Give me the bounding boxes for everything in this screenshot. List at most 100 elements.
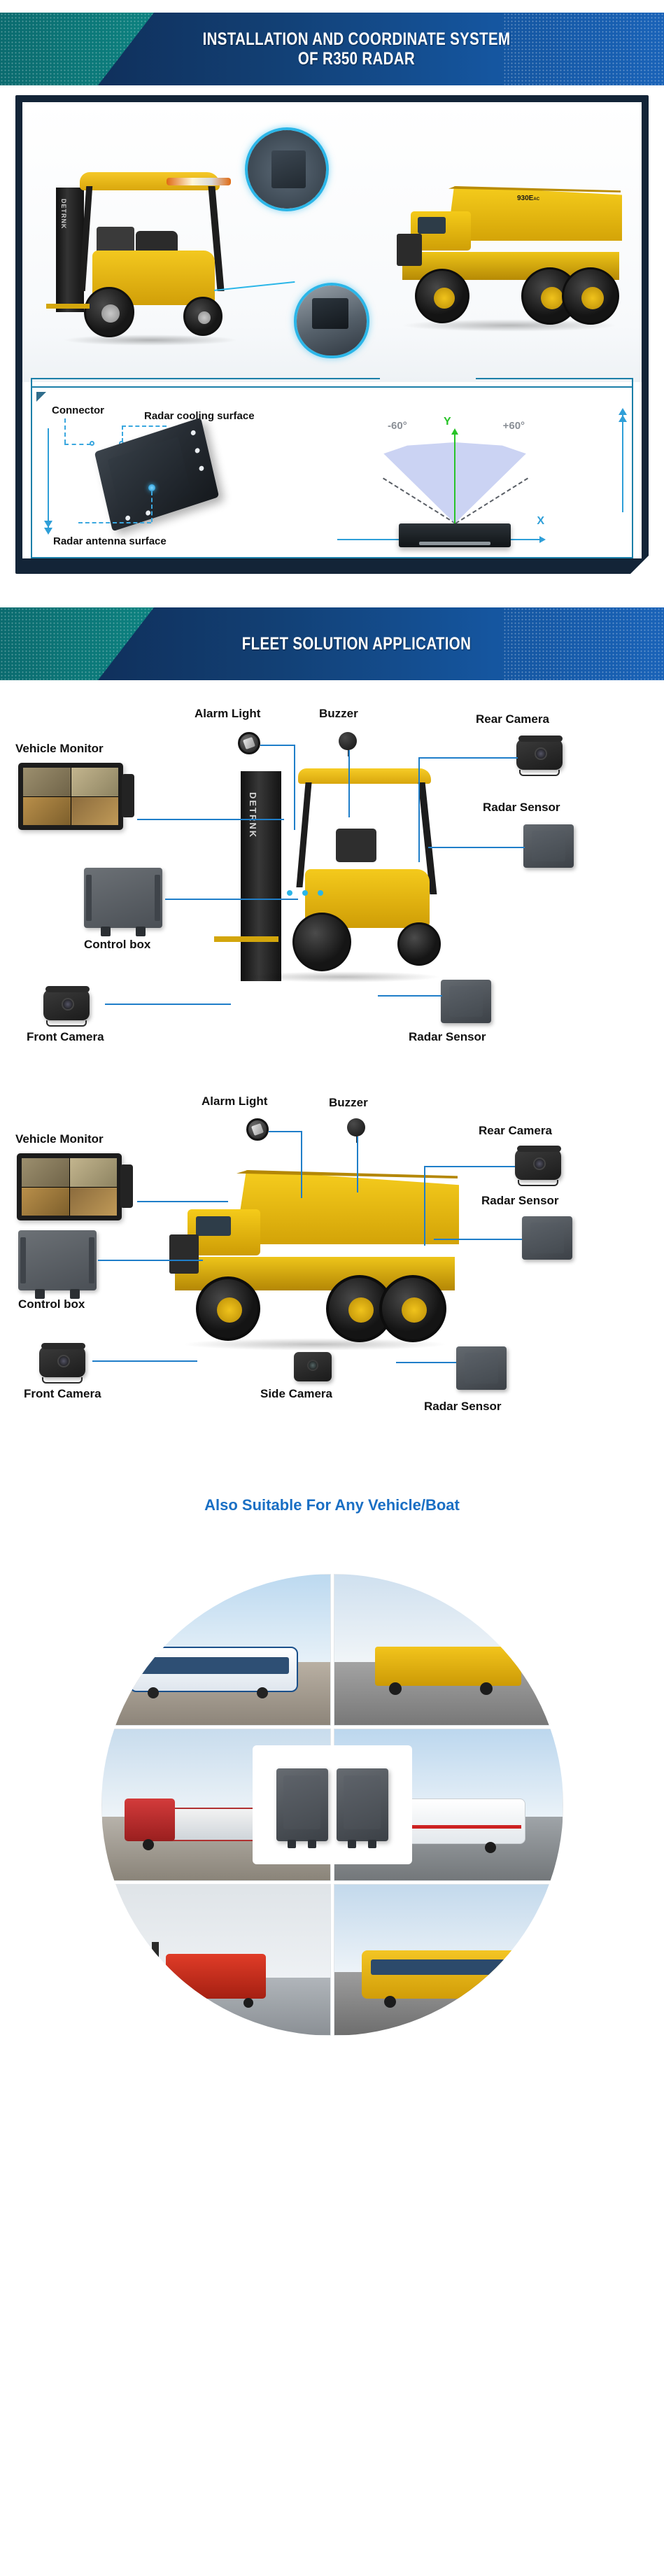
monitor-quad-3 xyxy=(23,796,71,825)
angle-label-right: +60° xyxy=(502,420,525,432)
control-box-plug-1 xyxy=(101,927,111,936)
monitor2-quad-3 xyxy=(22,1187,69,1216)
device2-side-camera xyxy=(294,1352,332,1381)
center-radar-device-2 xyxy=(336,1768,388,1848)
axis-y-label: Y xyxy=(444,416,451,428)
rear-camera2-lens xyxy=(533,1157,546,1171)
control-box-tab-left xyxy=(86,875,92,921)
alarm2-bulb xyxy=(251,1122,264,1136)
truck-shadow xyxy=(401,319,618,332)
label2-vehicle-monitor: Vehicle Monitor xyxy=(15,1132,104,1146)
antenna-leader-v xyxy=(151,491,153,522)
device2-front-camera xyxy=(39,1343,85,1384)
front-camera2-lens xyxy=(57,1355,71,1368)
device2-vehicle-monitor xyxy=(17,1153,133,1220)
label-radar-cooling-surface: Radar cooling surface xyxy=(144,410,255,422)
radar-device-zoom-2 xyxy=(312,298,348,329)
connector-leader-v xyxy=(64,418,66,444)
monitor-stand xyxy=(122,774,134,817)
front-camera-lens xyxy=(62,998,75,1011)
radar2-bottom-inner xyxy=(464,1352,499,1384)
truck-model-sub: AC xyxy=(533,197,540,202)
vehicle-collage xyxy=(0,1521,664,2088)
device-radar-sensor-top xyxy=(523,824,574,868)
forklift-wheel-rear xyxy=(183,297,222,336)
center-product-group xyxy=(252,1745,412,1864)
control-box2-tab-left xyxy=(20,1237,26,1283)
tanker-cab xyxy=(125,1799,175,1841)
forklift2-fork xyxy=(214,936,278,942)
monitor-quad-2 xyxy=(71,768,118,796)
cooling-leader-h xyxy=(122,425,167,427)
hotspot-node-1 xyxy=(287,890,292,896)
side-camera-lens xyxy=(307,1359,319,1371)
truck2-grill xyxy=(169,1234,199,1274)
collage-cell-tour-bus xyxy=(101,1574,331,1726)
banner2-blue-shape xyxy=(98,607,664,680)
dump-truck-wheel-rear xyxy=(480,1682,493,1696)
monitor-screen xyxy=(23,768,118,825)
banner-title-line1: INSTALLATION AND COORDINATE SYSTEM xyxy=(202,29,511,49)
radar-device-zoom-1 xyxy=(271,150,306,188)
radar-cooling-plate xyxy=(108,437,191,516)
camera-bracket xyxy=(518,770,560,776)
label-buzzer: Buzzer xyxy=(319,707,358,720)
truck2-wheel-rear xyxy=(379,1275,446,1342)
device-buzzer xyxy=(339,732,357,756)
height-arrow-left xyxy=(48,428,49,533)
collage-cell-forklift xyxy=(101,1883,331,2036)
city-bus-wheel-front xyxy=(384,1996,397,2008)
device2-radar-sensor-top xyxy=(522,1216,572,1260)
scene-dump-truck xyxy=(334,1575,563,1726)
conn2-control-box xyxy=(98,1260,203,1261)
forklift2-brand: DETRNK xyxy=(248,792,258,839)
banner-fleet-solution: FLEET SOLUTION APPLICATION xyxy=(0,595,664,680)
device2-buzzer xyxy=(347,1118,365,1143)
conn-radar-bottom-h xyxy=(378,995,442,997)
scene-tour-bus xyxy=(101,1575,330,1726)
city-bus-wheel-rear xyxy=(489,1996,502,2008)
radar-sensor-inner xyxy=(531,830,566,862)
tour-bus-windows xyxy=(138,1657,289,1675)
forklift-red-mast xyxy=(152,1941,160,2002)
device-alarm-light xyxy=(238,732,260,754)
conn2-buzzer-v xyxy=(357,1136,358,1192)
forklift2-seat xyxy=(336,829,376,862)
conn2-alarm-h xyxy=(269,1131,302,1132)
device-front-camera xyxy=(43,986,90,1027)
truck-model-text: 930E xyxy=(517,195,534,202)
forklift2-wheel-rear xyxy=(397,922,441,966)
suitable-title: Also Suitable For Any Vehicle/Boat xyxy=(204,1496,460,1514)
city-bus-windows xyxy=(370,1959,526,1975)
device2-alarm-light xyxy=(246,1118,269,1141)
center-radar-1-pin-right xyxy=(308,1840,317,1848)
magnifier-radar-mount-bumper xyxy=(294,283,369,358)
forklift-red-body xyxy=(165,1953,267,1999)
banner2-title-line1: FLEET SOLUTION APPLICATION xyxy=(241,634,472,654)
connector-node xyxy=(90,441,94,446)
center-radar-1-pin-left xyxy=(287,1840,296,1848)
conn-alarm-h xyxy=(260,745,295,746)
front-camera-visor xyxy=(45,986,90,992)
center-radar-1-inner xyxy=(283,1775,321,1830)
rear-camera2-bracket xyxy=(517,1180,559,1186)
hotspot-node-2 xyxy=(302,890,308,896)
radar2-top-inner xyxy=(530,1222,565,1254)
conn-front-camera xyxy=(105,1004,231,1005)
device-vehicle-monitor xyxy=(18,763,134,830)
monitor2-quad-1 xyxy=(22,1158,69,1187)
suitable-section: Also Suitable For Any Vehicle/Boat xyxy=(0,1478,664,2088)
truck-bed-rail xyxy=(448,186,621,192)
label2-alarm-light: Alarm Light xyxy=(202,1095,268,1108)
device2-control-box xyxy=(18,1230,97,1299)
scene-forklift xyxy=(101,1884,330,2035)
tanker-wheel-front xyxy=(143,1838,155,1850)
control-box2-plug-1 xyxy=(35,1289,45,1299)
monitor-quad-1 xyxy=(23,768,71,796)
label2-side-camera: Side Camera xyxy=(260,1387,332,1400)
rear-camera2-visor xyxy=(516,1146,561,1152)
truck2-bed xyxy=(235,1170,459,1244)
mining-truck-illustration: 930EAC xyxy=(390,179,621,340)
forklift2-canopy xyxy=(298,768,431,784)
label2-buzzer: Buzzer xyxy=(329,1096,368,1109)
